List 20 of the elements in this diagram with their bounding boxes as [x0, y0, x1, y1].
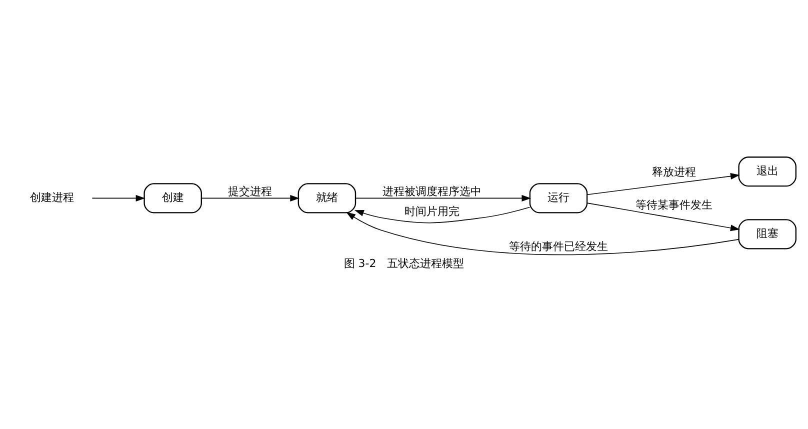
- node-box: 创建: [144, 182, 202, 213]
- edge-label: 等待某事件发生: [635, 198, 712, 212]
- arrow: [355, 194, 532, 201]
- node-box: 运行: [529, 182, 588, 213]
- arrow: [92, 194, 146, 201]
- edge-label: 等待的事件已经发生: [508, 239, 608, 252]
- node-box: 就绪: [298, 182, 356, 213]
- arrow: [586, 172, 740, 194]
- edge-label: 时间片用完: [404, 204, 460, 218]
- arrow: [354, 206, 530, 223]
- node-box: 退出: [738, 156, 796, 186]
- node-text: 创建进程: [30, 190, 74, 204]
- edge-label: 释放进程: [652, 165, 696, 178]
- edge-label: 进程被调度程序选中: [382, 184, 482, 198]
- arrow: [201, 194, 300, 201]
- arrow: [586, 202, 740, 231]
- edge-label: 提交进程: [228, 184, 272, 198]
- caption: 图 3-2 五状态进程模型: [344, 256, 464, 270]
- node-box: 阻塞: [738, 218, 796, 249]
- arrow: [346, 212, 739, 255]
